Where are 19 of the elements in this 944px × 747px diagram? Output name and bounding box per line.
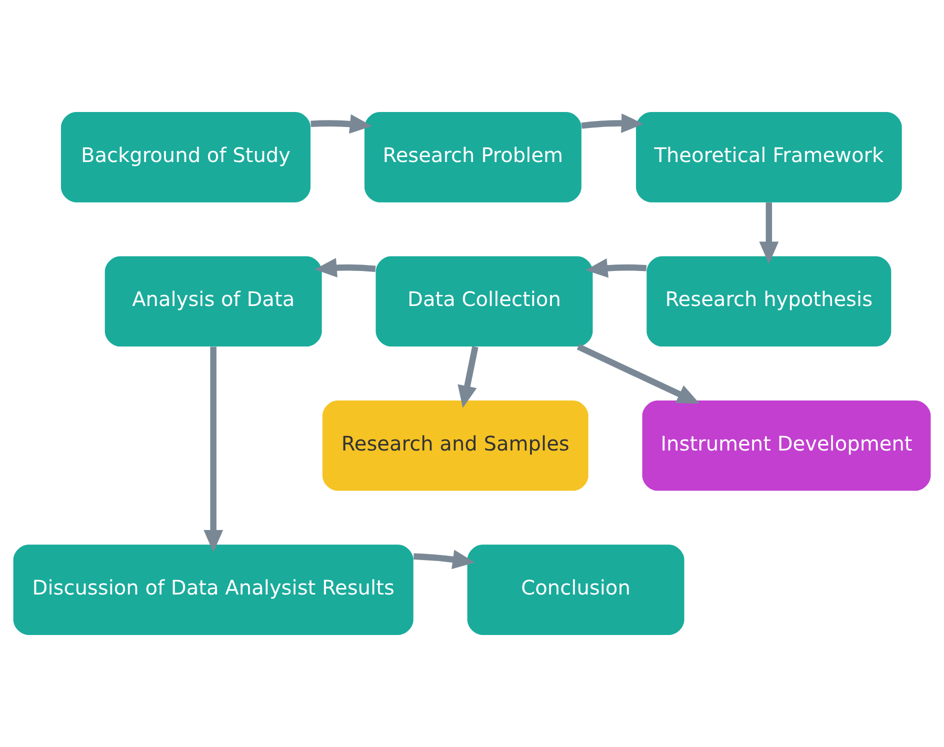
arrow — [581, 114, 644, 133]
arrow — [759, 202, 779, 264]
node-box: Background of Study — [60, 112, 311, 202]
arrow — [585, 258, 647, 278]
arrow — [458, 346, 478, 408]
arrow — [314, 258, 376, 278]
arrow — [576, 344, 700, 404]
node-box: Analysis of Data — [104, 256, 322, 347]
arrow — [310, 114, 372, 134]
node-box: Theoretical Framework — [636, 112, 902, 202]
node-box: Discussion of Data Analysist Results — [13, 544, 414, 635]
arrow — [204, 346, 224, 552]
node-box: Conclusion — [467, 544, 684, 635]
node-box: Research and Samples — [322, 400, 588, 491]
node-box: Data Collection — [376, 256, 593, 347]
node-box: Research Problem — [364, 112, 582, 202]
node-box: Research hypothesis — [646, 256, 892, 347]
node-box: Instrument Development — [642, 400, 931, 491]
arrow — [414, 550, 475, 570]
